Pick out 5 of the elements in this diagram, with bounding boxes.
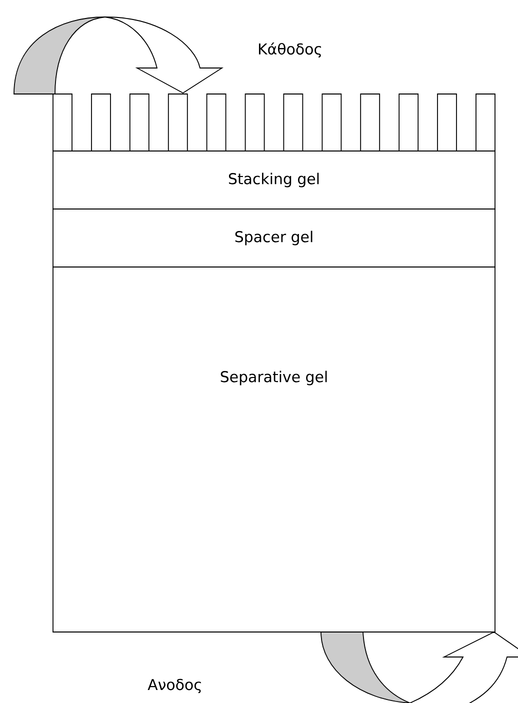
gel-layer: Spacer gel — [52, 208, 496, 268]
electrode-label: Ανοδος — [148, 678, 201, 694]
gel-layer: Separative gel — [52, 266, 496, 632]
gel-layer: Stacking gel — [52, 150, 496, 210]
electrode-label: Κάθοδος — [258, 42, 322, 58]
